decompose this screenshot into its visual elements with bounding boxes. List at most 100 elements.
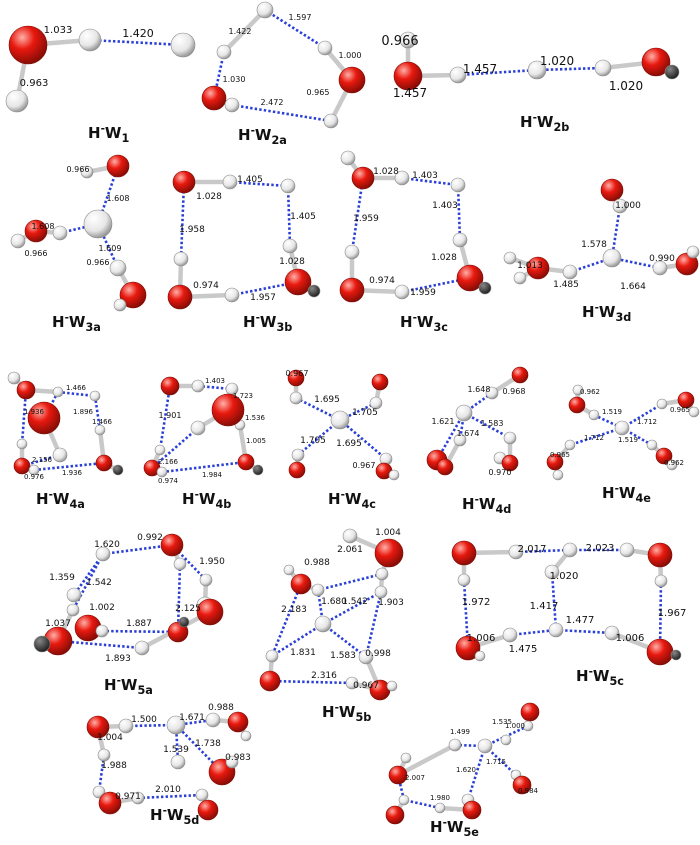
hydrogen-atom-w3a-4 (10, 233, 26, 249)
hydrogen-bond-w3b-5 (179, 181, 186, 260)
bond-length-label: 1.705 (352, 408, 378, 418)
hydrogen-bond-w2b-3 (536, 66, 604, 72)
bond-length-label: 1.002 (89, 603, 115, 613)
hydrogen-atom-w4c-6 (291, 448, 305, 462)
bond-length-label: 1.028 (431, 253, 457, 263)
atoms-w4c (287, 369, 400, 481)
oxygen-atom-w3a-7 (119, 281, 147, 309)
atoms-w5e (385, 702, 540, 825)
hydrogen-atom-w5e-4 (400, 752, 412, 764)
structure-label-w5a: H-W5a (104, 675, 153, 697)
bond-length-label: 1.030 (223, 75, 246, 84)
hydrogen-atom-w3c-0 (340, 150, 356, 166)
hydrogen-atom-w5a-8 (66, 603, 80, 617)
hydrogen-atom-w2a-0 (256, 1, 274, 19)
bond-length-label: 0.965 (550, 451, 570, 459)
hydrogen-atom-w4c-1 (289, 391, 303, 405)
hydrogen-bond-w5b-5 (270, 583, 303, 657)
hydrogen-bond-w5b-13 (269, 679, 353, 685)
oxygen-atom-w5a-1 (160, 533, 184, 557)
bond-length-label: 0.992 (137, 533, 163, 543)
bond-length-label: 0.966 (381, 34, 418, 49)
atoms-w3b (167, 170, 321, 310)
hydrogen-atom-w3d-9 (513, 271, 527, 285)
bond-length-label: 2.010 (155, 785, 181, 795)
hydrogen-atom-w2b-6 (664, 64, 680, 80)
bond-length-label: 0.966 (25, 249, 48, 258)
hydrogen-atom-w5b-8 (265, 649, 279, 663)
bond-length-label: 1.950 (199, 557, 225, 567)
oxygen-atom-w4b-4 (237, 453, 255, 471)
atoms-w4b (143, 376, 264, 478)
oxygen-atom-w4a-7 (27, 401, 61, 435)
bond-length-label: 1.936 (24, 408, 45, 416)
oxygen-atom-w4b-6 (211, 393, 245, 427)
oxygen-atom-w5b-3 (290, 573, 312, 595)
oxygen-atom-w4c-0 (287, 369, 305, 387)
hydrogen-atom-w5d-13 (195, 788, 209, 802)
hydrogen-atom-w5b-12 (283, 564, 295, 576)
bond-length-label: 1.980 (430, 794, 450, 802)
oxygen-atom-w5e-0 (520, 702, 540, 722)
structure-label-w5d: H-W5d (150, 805, 199, 827)
bond-length-label: 0.974 (193, 281, 219, 291)
oxygen-atom-w2b-5 (641, 47, 671, 77)
hydrogen-bond-w3a-7 (96, 223, 120, 269)
hydrogen-atom-w2b-4 (594, 59, 612, 77)
bond-length-label: 0.990 (649, 254, 675, 264)
oxygen-atom-w4d-0 (511, 366, 529, 384)
bond-length-label: 0.988 (208, 703, 234, 713)
bond-length-label: 1.420 (122, 27, 154, 40)
bond-length-label: 1.648 (468, 385, 491, 394)
bond-length-label: 1.466 (66, 384, 87, 392)
bond-length-label: 1.403 (432, 201, 458, 211)
atoms-w1 (5, 25, 196, 113)
hydrogen-bond-w4b-7 (158, 385, 172, 451)
bond-length-label: 1.475 (509, 644, 538, 655)
covalent-bond-w2a-0 (221, 7, 268, 55)
hydrogen-atom-w5c-7 (548, 622, 564, 638)
bond-length-label: 2.061 (337, 545, 363, 555)
atoms-w4a (7, 371, 124, 476)
hydrogen-bond-w5a-5 (72, 553, 105, 596)
hydrogen-bond-w3c-9 (401, 276, 471, 294)
hydrogen-atom-w3a-6 (109, 259, 127, 277)
hydrogen-bond-w3d-5 (611, 256, 661, 270)
oxygen-atom-w5b-9 (259, 670, 281, 692)
hydrogen-atom-w3b-8 (224, 287, 240, 303)
bond-length-label: 2.156 (32, 456, 53, 464)
bond-length-label: 1.705 (300, 436, 326, 446)
hydrogen-atom-w4b-10 (156, 466, 168, 478)
hydrogen-atom-w5d-6 (170, 754, 186, 770)
bond-length-label: 1.519 (618, 436, 638, 444)
hydrogen-atom-w5b-7 (358, 649, 374, 665)
hydrogen-bond-w5b-8 (364, 591, 383, 658)
bond-length-label: 1.695 (336, 439, 362, 449)
hydrogen-atom-w4e-3 (614, 420, 630, 436)
bond-length-label: 1.020 (609, 79, 643, 93)
oxygen-atom-w3c-8 (339, 277, 365, 303)
structure-label-w4e: H-W4e (602, 483, 651, 505)
structure-label-w4a: H-W4a (36, 489, 85, 511)
bond-length-label: 1.542 (342, 597, 368, 607)
oxygen-atom-w4d-4 (436, 458, 454, 476)
hydrogen-atom-w3b-6 (173, 251, 189, 267)
bond-length-label: 1.405 (237, 175, 263, 185)
hydrogen-bond-w5b-2 (317, 572, 383, 592)
bond-length-label: 1.674 (457, 429, 480, 438)
bond-length-label: 1.359 (49, 573, 75, 583)
hydrogen-bond-w4c-1 (295, 396, 341, 422)
hydrogen-atom-w4e-1 (572, 384, 584, 396)
bond-length-label: 1.620 (456, 766, 476, 774)
bond-length-label: 1.903 (378, 598, 404, 608)
oxygen-atom-w5e-10 (512, 775, 532, 795)
bond-length-label: 1.519 (602, 408, 622, 416)
bond-length-label: 1.967 (658, 608, 687, 619)
bond-length-label: 2.017 (518, 544, 547, 555)
atoms-w2a (201, 1, 366, 129)
bond-length-label: 1.608 (107, 194, 130, 203)
